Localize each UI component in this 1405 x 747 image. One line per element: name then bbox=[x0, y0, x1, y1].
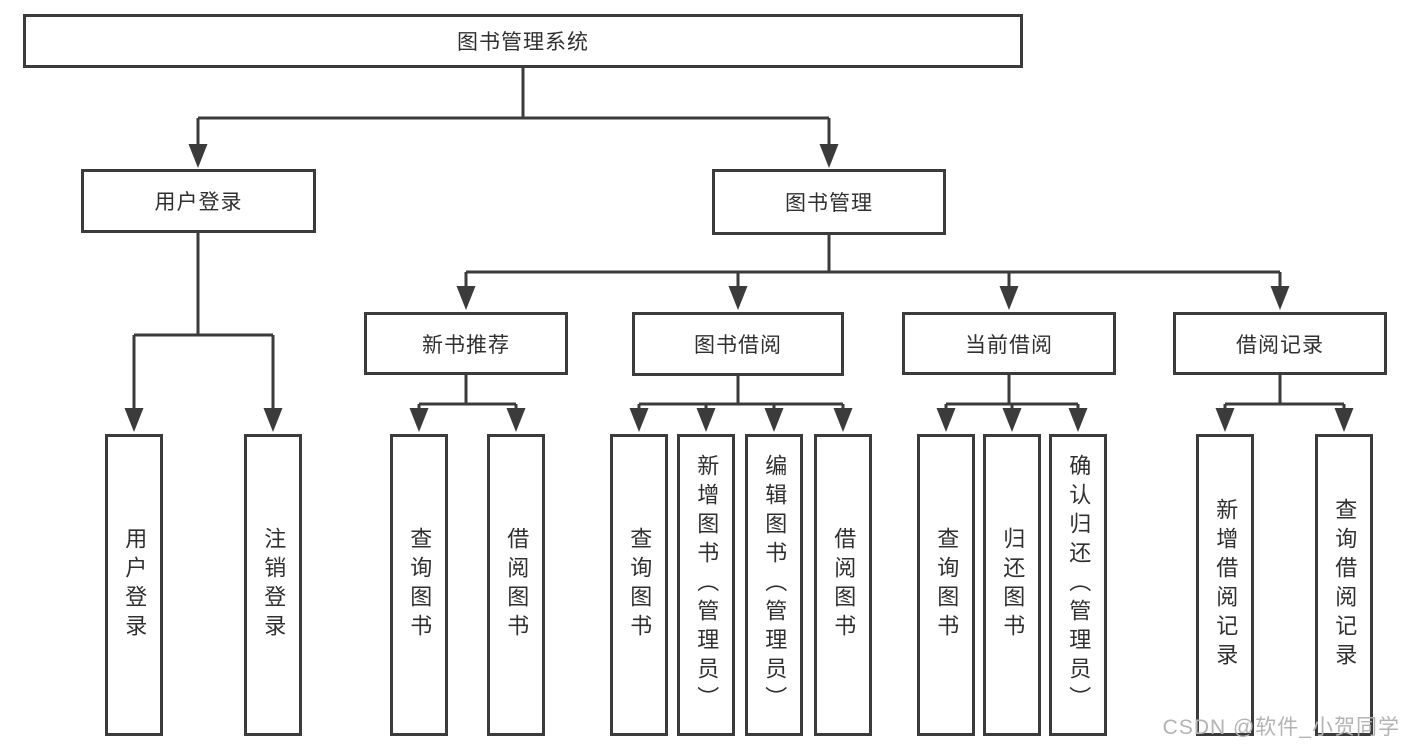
arrow-down-icon bbox=[1002, 408, 1022, 432]
node-leaf-query-books-borrow: 查询图书 bbox=[610, 434, 668, 736]
arrow-down-icon bbox=[999, 286, 1019, 310]
node-leaf-confirm-return-admin: 确认归还（管理员） bbox=[1049, 434, 1107, 736]
arrow-down-icon bbox=[936, 408, 956, 432]
arrow-down-icon bbox=[833, 408, 853, 432]
node-book-management: 图书管理 bbox=[712, 169, 946, 235]
arrow-down-icon bbox=[696, 408, 716, 432]
arrow-down-icon bbox=[764, 408, 784, 432]
arrow-down-icon bbox=[263, 408, 283, 432]
node-leaf-borrow-books-recommend: 借阅图书 bbox=[487, 434, 545, 736]
arrow-down-icon bbox=[456, 286, 476, 310]
arrow-down-icon bbox=[728, 286, 748, 310]
arrow-down-icon bbox=[506, 408, 526, 432]
arrow-down-icon bbox=[188, 144, 208, 168]
arrow-down-icon bbox=[1068, 408, 1088, 432]
arrow-down-icon bbox=[409, 408, 429, 432]
arrow-down-icon bbox=[124, 408, 144, 432]
node-book-borrowing: 图书借阅 bbox=[632, 312, 844, 376]
arrow-down-icon bbox=[819, 144, 839, 168]
arrow-down-icon bbox=[629, 408, 649, 432]
node-leaf-add-books-admin: 新增图书（管理员） bbox=[677, 434, 735, 736]
node-leaf-user-login: 用户登录 bbox=[105, 434, 163, 736]
node-new-book-recommend: 新书推荐 bbox=[364, 312, 568, 375]
node-leaf-logout: 注销登录 bbox=[244, 434, 302, 736]
arrow-down-icon bbox=[1215, 408, 1235, 432]
node-leaf-borrow-books: 借阅图书 bbox=[814, 434, 872, 736]
node-leaf-query-books-current: 查询图书 bbox=[917, 434, 975, 736]
arrow-down-icon bbox=[1334, 408, 1354, 432]
arrowheads-group bbox=[124, 144, 1354, 432]
node-user-login: 用户登录 bbox=[81, 169, 316, 233]
node-leaf-return-books: 归还图书 bbox=[983, 434, 1041, 736]
node-leaf-query-borrow-record: 查询借阅记录 bbox=[1315, 434, 1373, 736]
watermark: CSDN @软件_小贺同学 bbox=[1162, 716, 1400, 739]
node-borrow-records: 借阅记录 bbox=[1173, 312, 1387, 375]
node-leaf-query-books-recommend: 查询图书 bbox=[390, 434, 448, 736]
node-leaf-add-borrow-record: 新增借阅记录 bbox=[1196, 434, 1254, 736]
arrow-down-icon bbox=[1270, 286, 1290, 310]
node-current-borrowing: 当前借阅 bbox=[902, 312, 1116, 375]
node-leaf-edit-books-admin: 编辑图书（管理员） bbox=[745, 434, 803, 736]
node-root: 图书管理系统 bbox=[23, 14, 1023, 68]
